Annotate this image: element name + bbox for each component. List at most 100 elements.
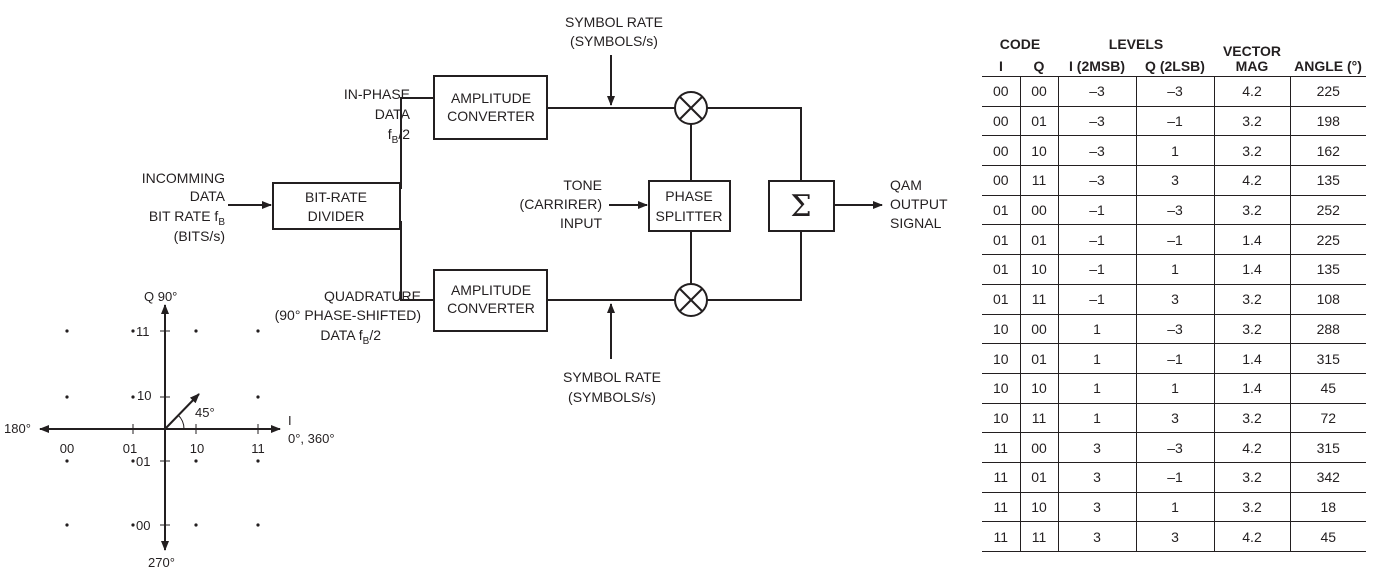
table-cell: 01 [1019,224,1058,256]
input-label-2: DATA [190,188,226,204]
angle-label: 45° [195,405,215,420]
table-cell: 01 [982,224,1020,256]
table-cell: 288 [1289,314,1366,345]
table-cell: –3 [1135,314,1214,345]
table-cell: 1 [1135,373,1214,404]
table-cell: 45 [1289,521,1366,552]
table-cell: 00 [1019,76,1058,107]
constellation-point [256,395,260,399]
table-cell: 11 [982,462,1020,493]
table-cell: 198 [1289,106,1366,137]
table-cell: 252 [1289,195,1366,226]
table-cell: 1 [1135,135,1214,167]
table-cell: 18 [1289,492,1366,523]
amplitude-converter-top-label-1: AMPLITUDE [451,90,531,106]
bit-rate-divider-label-2: DIVIDER [308,208,365,224]
table-cell: 3.2 [1213,284,1290,315]
qam-block-diagram: INCOMMING DATA BIT RATE fB (BITS/s) BIT-… [4,14,948,570]
table-cell: 00 [1019,432,1058,463]
q-axis-bottom-label: 270° [148,555,175,570]
table-cell: 4.2 [1213,432,1290,463]
constellation-point [194,395,198,399]
table-cell: 11 [982,521,1020,552]
table-cell: 01 [1019,343,1058,374]
table-cell: 3 [1135,284,1214,315]
i-axis-right-label: 0°, 360° [288,431,335,446]
constellation-point [131,523,135,527]
bit-rate-divider-label-1: BIT-RATE [305,189,367,205]
q-tick-11: 11 [136,324,150,339]
bottom-to-summer-line [707,231,802,301]
table-cell: 01 [1019,462,1058,493]
q-tick-10: 10 [137,388,151,403]
phase-splitter-label-2: SPLITTER [656,208,723,224]
table-cell: 3 [1057,462,1136,493]
table-cell: 10 [1019,135,1058,167]
input-label-4: (BITS/s) [174,228,225,244]
table-cell: 01 [982,254,1020,285]
constellation-point [256,523,260,527]
table-cell: 3.2 [1213,135,1290,167]
constellation-point [194,459,198,463]
table-cell: 3.2 [1213,314,1290,345]
table-cell: 10 [982,343,1020,374]
table-cell: 10 [982,373,1020,404]
amplitude-converter-top-label-2: CONVERTER [447,108,535,124]
tone-label-1: TONE [563,177,602,193]
bit-rate-divider-box [272,182,401,230]
table-cell: 00 [982,76,1020,107]
i-code-header: I [982,52,1020,77]
table-cell: 10 [982,314,1020,345]
constellation-point [256,459,260,463]
table-cell: 135 [1289,254,1366,285]
table-cell: –3 [1057,76,1136,107]
constellation-point [131,329,135,333]
table-cell: 00 [982,165,1020,196]
table-cell: 10 [982,403,1020,434]
quadrature-label-3: DATA fB/2 [320,327,381,347]
code-header: CODE [999,36,1041,52]
amplitude-converter-bottom-label-2: CONVERTER [447,300,535,316]
constellation-diagram: Q 90° 270° I 180° 0°, 360° 45° 00 01 10 … [4,289,335,570]
table-cell: 01 [982,195,1020,226]
table-cell: –3 [1057,106,1136,137]
in-phase-label-1: IN-PHASE [344,86,410,102]
q-tick-00: 00 [136,518,150,533]
symbol-rate-top-label-2: (SYMBOLS/s) [570,33,658,49]
table-cell: 3 [1135,403,1214,434]
constellation-point [131,459,135,463]
table-cell: 342 [1289,462,1366,493]
table-cell: –1 [1057,195,1136,226]
table-cell: 72 [1289,403,1366,434]
table-cell: –1 [1135,224,1214,256]
q-tick-01: 01 [136,454,150,469]
table-cell: –1 [1135,462,1214,493]
table-cell: 1 [1057,403,1136,434]
table-cell: 3.2 [1213,403,1290,434]
table-cell: 3 [1057,492,1136,523]
quadrature-label-1: QUADRATURE [324,288,421,304]
i-tick-01: 01 [123,441,137,456]
table-cell: –1 [1057,284,1136,315]
table-cell: 4.2 [1213,76,1290,107]
angle-header: ANGLE (°) [1290,28,1366,77]
table-cell: 315 [1289,343,1366,374]
table-cell: 1 [1057,343,1136,374]
table-cell: 45 [1289,373,1366,404]
table-cell: 1.4 [1213,373,1290,404]
table-cell: –1 [1135,343,1214,374]
phase-splitter-label-1: PHASE [665,188,712,204]
phase-splitter-box [648,180,731,232]
table-cell: –3 [1135,195,1214,226]
table-cell: –1 [1057,224,1136,256]
